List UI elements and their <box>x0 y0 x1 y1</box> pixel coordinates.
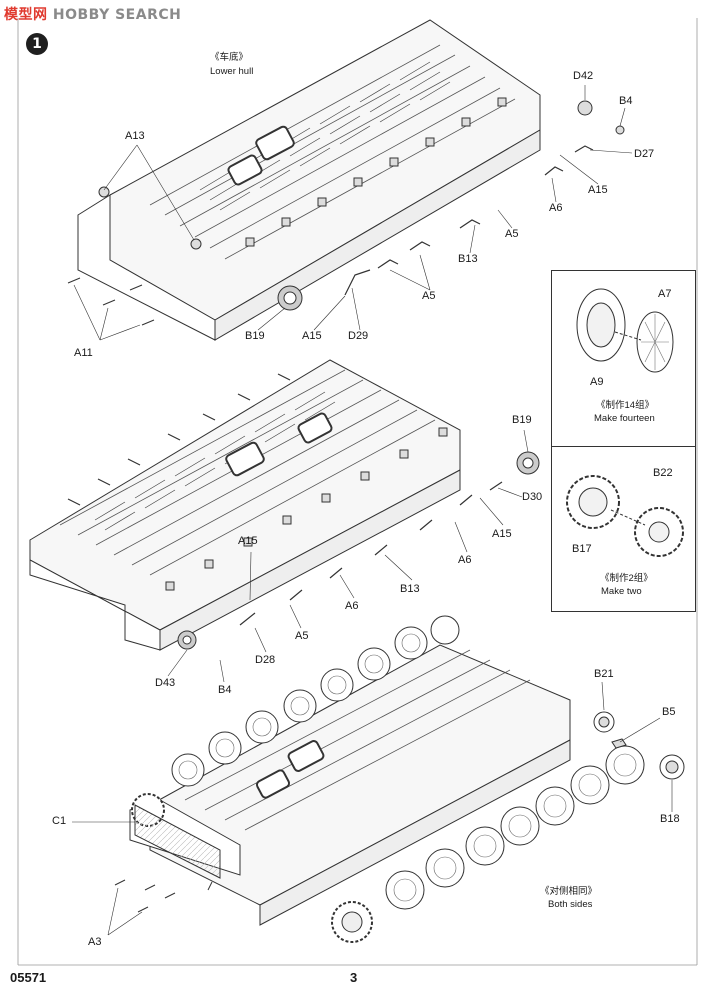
lower-hull-caption-cn: 《车底》 <box>210 52 249 63</box>
part-label: B4 <box>218 684 232 696</box>
part-label: D42 <box>573 70 594 82</box>
lower-hull-caption-en: Lower hull <box>210 66 254 77</box>
part-label: D43 <box>155 677 176 689</box>
part-label: A3 <box>88 936 102 948</box>
part-label: D29 <box>348 330 369 342</box>
part-label: A6 <box>458 554 472 566</box>
part-label: B4 <box>619 95 633 107</box>
lower-hull-top-drawing <box>67 19 633 341</box>
make-two-caption-cn: 《制作2组》 <box>600 573 653 584</box>
part-label: C1 <box>52 815 67 827</box>
part-label: D28 <box>255 654 276 666</box>
make-fourteen-caption-cn: 《制作14组》 <box>596 400 655 411</box>
watermark-logo: 模型网 HOBBY SEARCH <box>4 4 181 24</box>
part-label: D27 <box>634 148 655 160</box>
part-label: B18 <box>660 813 680 825</box>
part-label: B22 <box>653 467 673 479</box>
part-label: A15 <box>492 528 512 540</box>
both-sides-caption-en: Both sides <box>548 899 593 910</box>
step-number-badge: 1 <box>26 33 48 55</box>
part-label: A15 <box>588 184 608 196</box>
make-fourteen-caption-en: Make fourteen <box>594 413 655 424</box>
both-sides-caption-cn: 《对侧相同》 <box>540 886 598 897</box>
page-number: 3 <box>350 970 358 985</box>
part-label: A11 <box>74 347 93 359</box>
part-label: B21 <box>594 668 614 680</box>
part-label: B13 <box>458 253 478 265</box>
watermark-cn: 模型网 <box>4 7 48 23</box>
part-label: A6 <box>345 600 359 612</box>
make-two-caption-en: Make two <box>601 586 642 597</box>
inset-drawings <box>566 288 684 557</box>
part-label: A5 <box>505 228 519 240</box>
part-label: A9 <box>590 376 604 388</box>
part-label: B19 <box>245 330 265 342</box>
watermark-en: HOBBY SEARCH <box>52 7 182 23</box>
part-label: B19 <box>512 414 532 426</box>
part-label: B17 <box>572 543 592 555</box>
part-label: D30 <box>522 491 543 503</box>
part-label: A15 <box>302 330 322 342</box>
part-label: B5 <box>662 706 676 718</box>
part-label: A5 <box>295 630 309 642</box>
lower-hull-middle-drawing <box>29 359 540 683</box>
part-label: A6 <box>549 202 563 214</box>
part-label: B13 <box>400 583 420 595</box>
part-label: A5 <box>422 290 436 302</box>
product-code: 05571 <box>10 970 47 985</box>
part-label: A7 <box>658 288 672 300</box>
part-label: A13 <box>125 130 145 142</box>
part-label: A15 <box>238 535 258 547</box>
lower-hull-bottom-drawing <box>72 615 685 943</box>
